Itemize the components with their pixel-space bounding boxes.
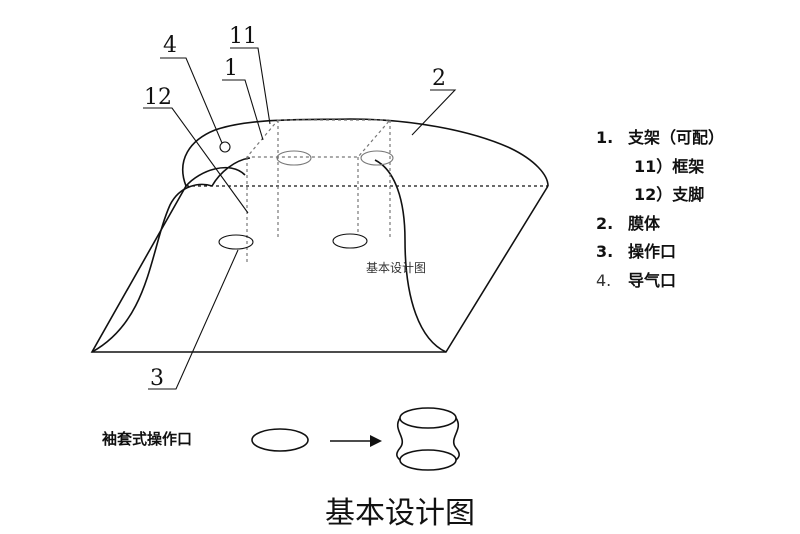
sleeve-illustration — [251, 407, 460, 471]
legend-item-frame: 11）框架 — [634, 156, 705, 176]
legend: 1.支架（可配） 11）框架 12）支脚 2.膜体 3.操作口 4.导气口 — [596, 124, 724, 295]
callout-11: 11 — [229, 24, 257, 49]
sleeve-tube-icon — [396, 407, 460, 471]
legend-item-vent-port: 4.导气口 — [596, 270, 677, 290]
callout-3: 3 — [150, 366, 164, 391]
callout-1: 1 — [224, 56, 238, 81]
membrane-body — [90, 118, 549, 353]
legend-item-membrane: 2.膜体 — [596, 213, 661, 233]
legend-item-operating-port: 3.操作口 — [596, 242, 677, 261]
frame — [245, 119, 392, 262]
caption: 基本设计图 — [325, 496, 475, 531]
callout-leaders — [143, 47, 457, 390]
sleeve-port-ellipse — [251, 428, 309, 452]
operating-ports — [218, 150, 394, 250]
vent-port — [219, 141, 231, 153]
arrow-head — [370, 435, 382, 447]
callout-12: 12 — [144, 85, 172, 110]
center-label: 基本设计图 — [366, 261, 426, 275]
sleeve-port-label: 袖套式操作口 — [102, 430, 193, 448]
callout-4: 4 — [163, 33, 177, 58]
callout-2: 2 — [432, 66, 446, 91]
legend-item-support: 1.支架（可配） — [596, 128, 725, 147]
legend-item-legs: 12）支脚 — [634, 185, 705, 204]
